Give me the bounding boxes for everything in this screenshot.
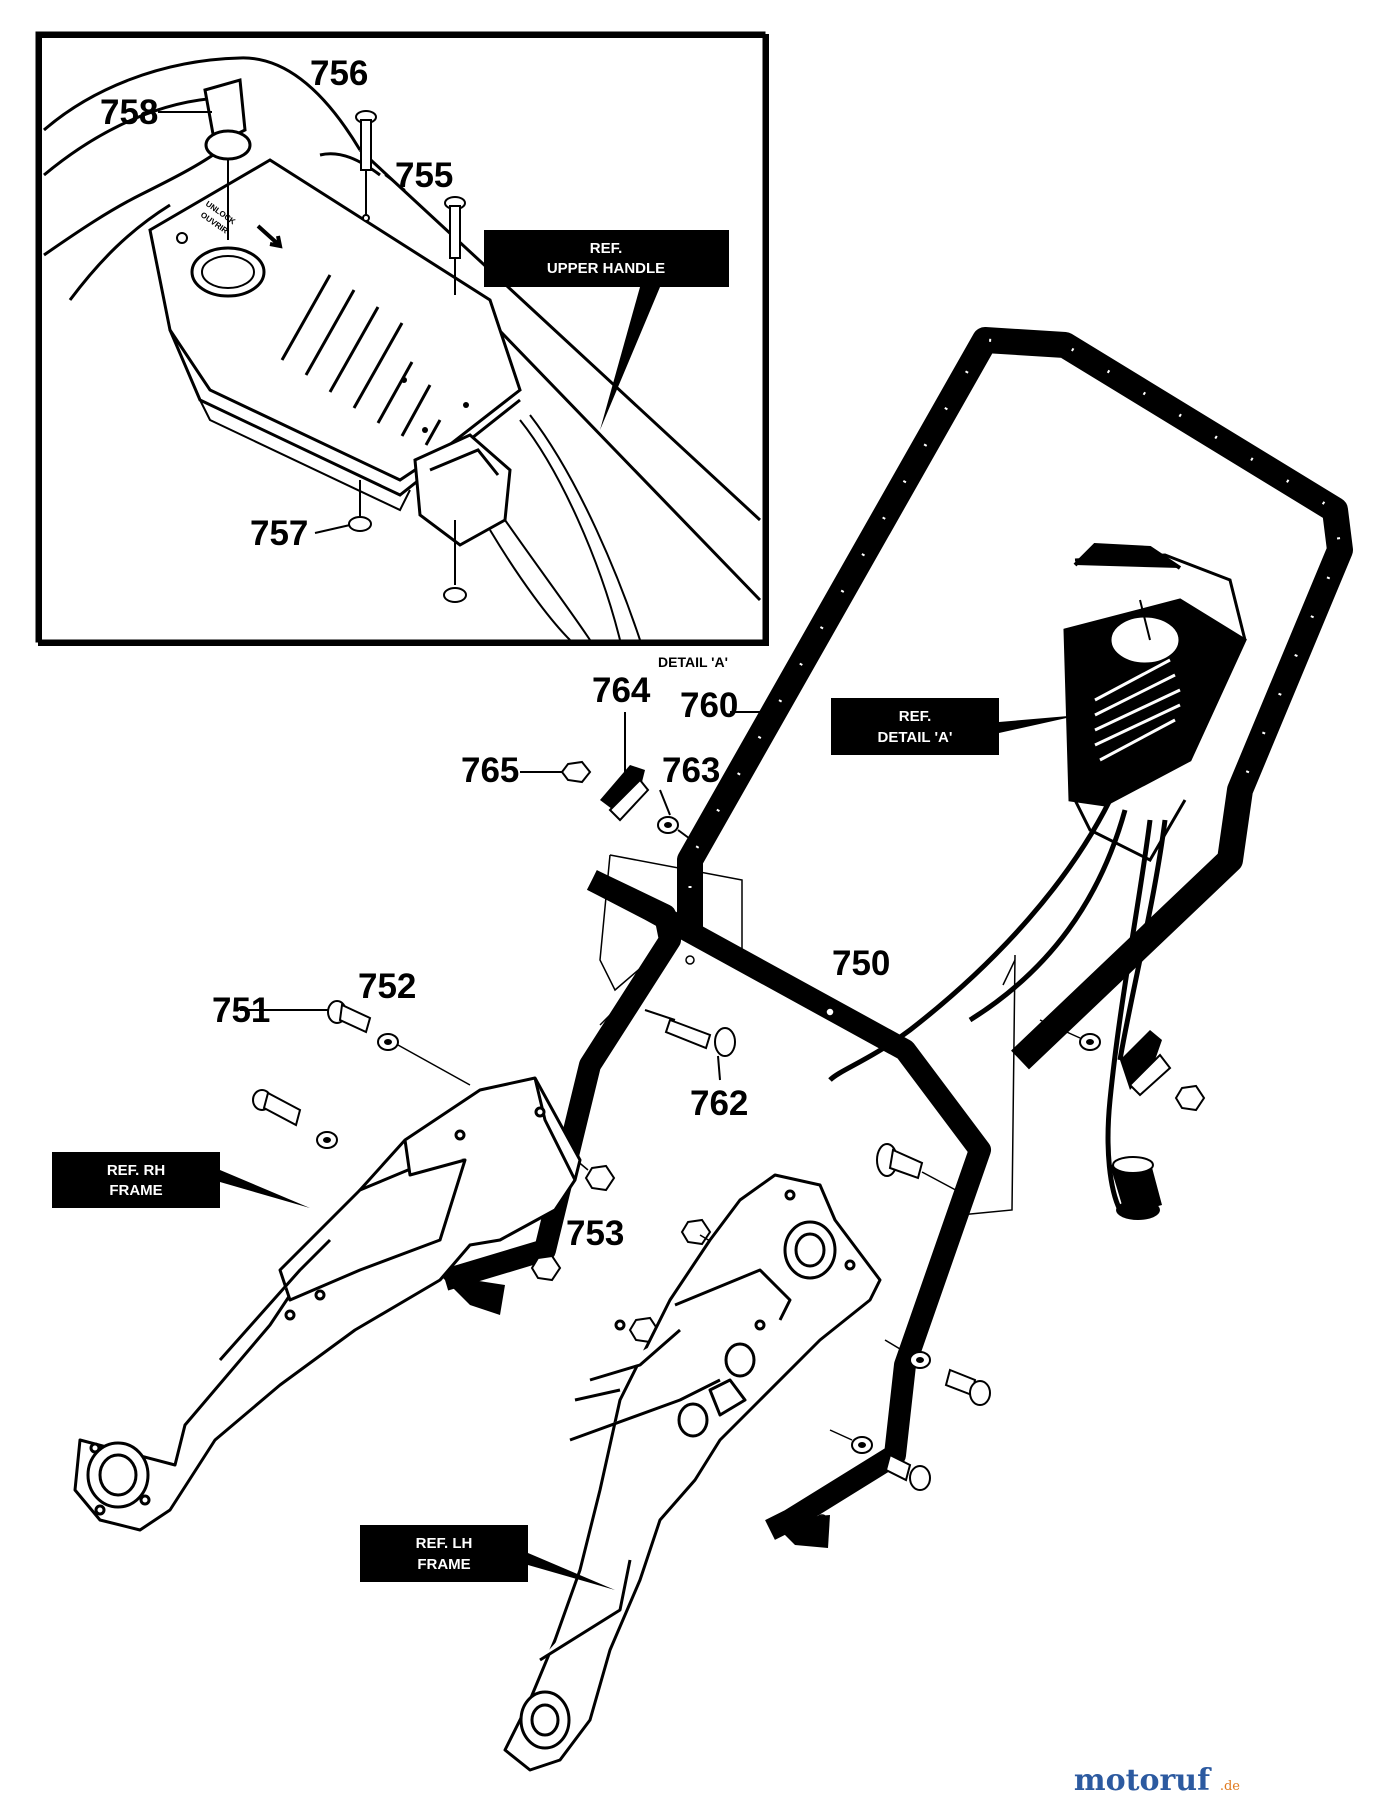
lh-frame bbox=[503, 1173, 882, 1772]
svg-text:REF.: REF. bbox=[899, 708, 932, 725]
ref-detail-a-box: REF. DETAIL 'A' bbox=[831, 698, 1080, 755]
detail-a-caption: DETAIL 'A' bbox=[658, 654, 728, 670]
callout-752: 752 bbox=[358, 967, 416, 1006]
callout-750: 750 bbox=[832, 944, 890, 983]
cable-knob bbox=[1110, 1156, 1162, 1220]
svg-text:FRAME: FRAME bbox=[417, 1556, 470, 1573]
bolt-left-lower bbox=[252, 1089, 338, 1149]
callout-756: 756 bbox=[310, 54, 368, 93]
lower-handle-750 bbox=[441, 870, 991, 1540]
callout-757: 757 bbox=[250, 514, 308, 553]
control-box-detail: UNLOCK OUVRIR bbox=[148, 158, 522, 512]
control-box-main bbox=[1063, 542, 1247, 862]
callout-764: 764 bbox=[592, 671, 651, 710]
hardware-763-764-765 bbox=[520, 712, 706, 851]
nut-753 bbox=[530, 1159, 616, 1282]
watermark-main: motoruf bbox=[1074, 1763, 1212, 1798]
callout-758: 758 bbox=[100, 93, 158, 132]
bolt-751 bbox=[300, 1000, 471, 1086]
wires-detail bbox=[489, 414, 641, 641]
nut-757 bbox=[348, 480, 467, 603]
upper-handle-760 bbox=[677, 327, 1353, 1070]
ref-upper-handle-box: REF. UPPER HANDLE bbox=[484, 230, 729, 430]
bolt-756 bbox=[355, 110, 377, 222]
callout-760: 760 bbox=[680, 686, 738, 725]
watermark-logo: motoruf .de bbox=[1074, 1763, 1240, 1798]
svg-text:REF.: REF. bbox=[590, 240, 623, 257]
safety-key bbox=[203, 78, 252, 240]
rh-frame bbox=[73, 1076, 582, 1532]
callout-762: 762 bbox=[690, 1084, 748, 1123]
control-cables bbox=[828, 798, 1168, 1212]
callout-755: 755 bbox=[395, 156, 453, 195]
bolt-right bbox=[444, 196, 466, 295]
detail-a-inset: UNLOCK OUVRIR bbox=[35, 31, 769, 646]
callout-753: 753 bbox=[566, 1214, 624, 1253]
ref-lh-frame-box: REF. LH FRAME bbox=[360, 1525, 615, 1590]
upper-handle-tube bbox=[43, 56, 762, 602]
svg-text:REF. LH: REF. LH bbox=[416, 1535, 473, 1552]
switch-bracket bbox=[413, 433, 512, 547]
svg-text:DETAIL 'A': DETAIL 'A' bbox=[878, 729, 953, 746]
watermark-suffix: .de bbox=[1220, 1779, 1240, 1794]
alignment-brackets bbox=[599, 854, 1016, 1216]
carriage-bolt-762 bbox=[644, 1009, 736, 1081]
svg-text:UPPER HANDLE: UPPER HANDLE bbox=[547, 260, 665, 277]
callout-765: 765 bbox=[461, 751, 519, 790]
svg-text:REF. RH: REF. RH bbox=[107, 1162, 165, 1179]
callout-751: 751 bbox=[212, 991, 270, 1030]
right-side-hardware bbox=[628, 1019, 1206, 1491]
ref-rh-frame-box: REF. RH FRAME bbox=[52, 1152, 310, 1208]
callout-763: 763 bbox=[662, 751, 720, 790]
svg-text:FRAME: FRAME bbox=[109, 1182, 162, 1199]
